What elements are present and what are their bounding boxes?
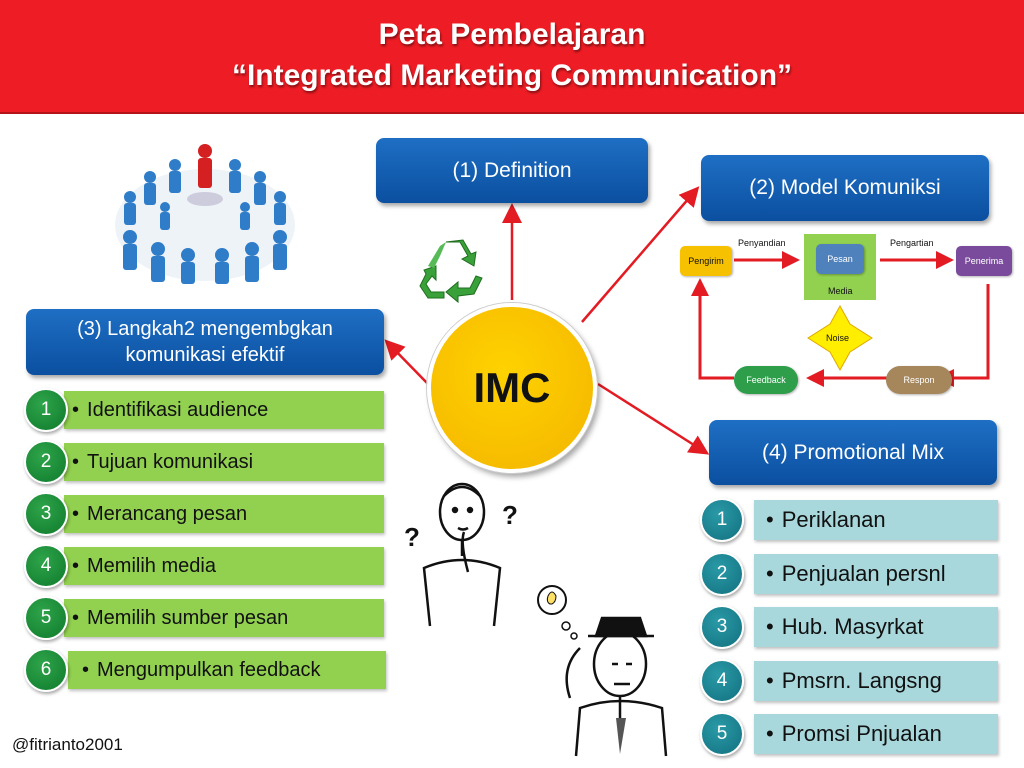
bullet: • (766, 507, 774, 532)
step-label: Memilih media (87, 554, 216, 577)
pengirim-node: Pengirim (680, 246, 732, 276)
step-label: Memilih sumber pesan (87, 606, 289, 629)
steps-list: 1 • Identifikasi audience 2 • Tujuan komun… (24, 388, 386, 692)
step-number-badge: 3 (24, 492, 68, 536)
respon-node: Respon (886, 366, 952, 394)
pesan-node: Pesan (816, 244, 864, 274)
title-line-2: “Integrated Marketing Communication” (231, 59, 793, 92)
model-komunikasi-label: (2) Model Komuniksi (749, 176, 941, 199)
media-box: Pesan Media (804, 234, 876, 300)
step-number-badge: 6 (24, 648, 68, 692)
step-bar: • Merancang pesan (64, 495, 384, 533)
bullet: • (72, 606, 80, 629)
step-number-badge: 4 (24, 544, 68, 588)
promo-list: 1 • Periklanan 2 • Penjualan persnl 3 • Hub… (700, 498, 998, 758)
title-banner: Peta Pembelajaran “Integrated Marketing … (0, 0, 1024, 114)
steps-label: (3) Langkah2 mengembgkan komunikasi efek… (77, 318, 333, 366)
penyandian-label: Penyandian (738, 238, 786, 248)
definition-label: (1) Definition (452, 158, 572, 182)
model-flow-arrows (691, 251, 990, 387)
author-handle: @fitrianto2001 (12, 735, 123, 754)
promo-number-badge: 5 (700, 712, 744, 756)
promotional-mix-label: (4) Promotional Mix (761, 440, 945, 464)
promo-number-badge: 4 (700, 659, 744, 703)
list-item: 3 • Merancang pesan (24, 492, 386, 536)
bullet: • (766, 721, 774, 746)
list-item: 4 • Memilih media (24, 544, 386, 588)
step-label: Mengumpulkan feedback (97, 658, 321, 681)
step-bar: • Identifikasi audience (64, 391, 384, 429)
media-label: Media (828, 286, 853, 296)
bullet: • (766, 668, 774, 693)
crowd-illustration (115, 144, 295, 284)
promo-bar: • Hub. Masyrkat (754, 607, 998, 647)
step-label: Merancang pesan (87, 502, 248, 525)
promo-bar: • Periklanan (754, 500, 998, 540)
communication-model-diagram: Pengirim Penyandian Pesan Media Pengarti… (676, 232, 1016, 394)
list-item: 1 • Identifikasi audience (24, 388, 386, 432)
lightbulb-icon (546, 591, 557, 605)
promo-bar: • Pmsrn. Langsng (754, 661, 998, 701)
penerima-node: Penerima (956, 246, 1012, 276)
list-item: 2 • Tujuan komunikasi (24, 440, 386, 484)
feedback-node: Feedback (734, 366, 798, 394)
necktie (616, 718, 626, 754)
list-item: 5 • Promsi Pnjualan (700, 712, 998, 756)
promo-label: Periklanan (781, 507, 886, 532)
step-bar: • Mengumpulkan feedback (68, 651, 386, 689)
steps-box: (3) Langkah2 mengembgkan komunikasi efek… (26, 309, 384, 375)
imc-label: IMC (473, 364, 551, 411)
arrow-to-model (581, 186, 700, 323)
promotional-mix-box: (4) Promotional Mix (709, 420, 997, 485)
step-number-badge: 2 (24, 440, 68, 484)
man-with-hat-illustration (537, 585, 668, 757)
recycle-icon (419, 239, 483, 304)
list-item: 3 • Hub. Masyrkat (700, 605, 998, 649)
bullet: • (766, 614, 774, 639)
bullet: • (72, 554, 80, 577)
promo-label: Promsi Pnjualan (781, 721, 942, 746)
noise-label: Noise (826, 333, 850, 343)
question-mark-icon: ? (404, 522, 420, 552)
promo-number-badge: 3 (700, 605, 744, 649)
bullet: • (72, 450, 80, 473)
list-item: 6 • Mengumpulkan feedback (24, 648, 386, 692)
noise-shape (807, 304, 873, 372)
bullet: • (72, 398, 80, 421)
imc-center: IMC (427, 303, 597, 473)
list-item: 5 • Memilih sumber pesan (24, 596, 386, 640)
promo-bar: • Promsi Pnjualan (754, 714, 998, 754)
list-item: 2 • Penjualan persnl (700, 552, 998, 596)
step-bar: • Memilih media (64, 547, 384, 585)
promo-label: Penjualan persnl (781, 561, 946, 586)
definition-box: (1) Definition (376, 138, 648, 203)
promo-label: Hub. Masyrkat (781, 614, 924, 639)
list-item: 4 • Pmsrn. Langsng (700, 659, 998, 703)
pengartian-label: Pengartian (890, 238, 934, 248)
question-mark-icon: ? (502, 500, 518, 530)
arrow-to-promo (597, 382, 710, 455)
promo-bar: • Penjualan persnl (754, 554, 998, 594)
step-number-badge: 1 (24, 388, 68, 432)
bullet: • (82, 658, 90, 681)
promo-number-badge: 2 (700, 552, 744, 596)
bullet: • (766, 561, 774, 586)
step-number-badge: 5 (24, 596, 68, 640)
list-item: 1 • Periklanan (700, 498, 998, 542)
title-line-1: Peta Pembelajaran (378, 18, 646, 51)
arrow-to-steps (384, 339, 429, 385)
bullet: • (72, 502, 80, 525)
model-komunikasi-box: (2) Model Komuniksi (701, 155, 989, 221)
step-label: Tujuan komunikasi (87, 450, 254, 473)
promo-label: Pmsrn. Langsng (781, 668, 942, 693)
step-bar: • Memilih sumber pesan (64, 599, 384, 637)
promo-number-badge: 1 (700, 498, 744, 542)
thinking-person-illustration: ? ? (404, 482, 518, 627)
step-label: Identifikasi audience (87, 398, 269, 421)
step-bar: • Tujuan komunikasi (64, 443, 384, 481)
